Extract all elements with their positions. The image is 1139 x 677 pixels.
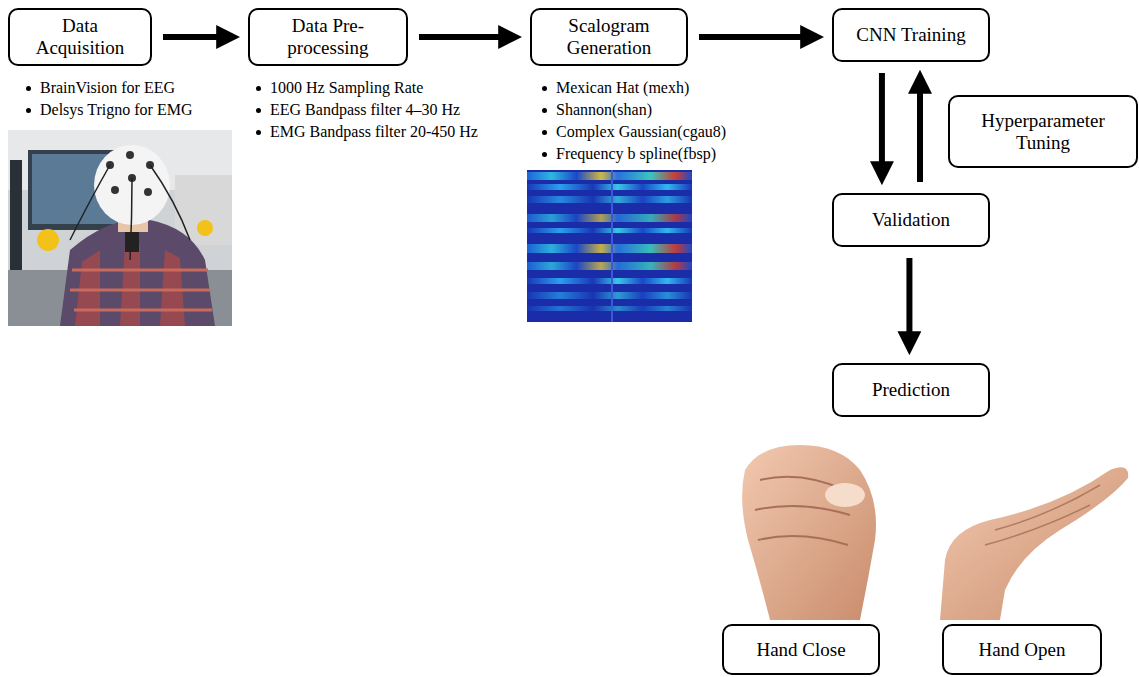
process-box: Validation <box>832 193 990 247</box>
bullet-dot <box>256 86 261 91</box>
process-box: Data Pre- processing <box>248 8 408 66</box>
bullet-item: Delsys Trigno for EMG <box>40 100 192 119</box>
scalogram-image <box>527 170 692 322</box>
box-label: Hyperparameter Tuning <box>968 110 1118 154</box>
bullet-text: Delsys Trigno for EMG <box>40 101 192 118</box>
bullet-item: EEG Bandpass filter 4–30 Hz <box>270 100 460 119</box>
flow-arrow <box>163 34 221 40</box>
box-label: Prediction <box>872 379 950 401</box>
bullet-dot <box>256 108 261 113</box>
bullet-text: 1000 Hz Sampling Rate <box>270 79 423 96</box>
bullet-text: EEG Bandpass filter 4–30 Hz <box>270 101 460 118</box>
bullet-item: Shannon(shan) <box>556 100 652 119</box>
bullet-text: Mexican Hat (mexh) <box>556 79 689 96</box>
bullet-dot <box>26 108 31 113</box>
bullet-item: BrainVision for EEG <box>40 78 175 97</box>
bullet-dot <box>26 86 31 91</box>
bullet-item: Complex Gaussian(cgau8) <box>556 122 726 141</box>
lab-photo <box>8 130 232 326</box>
bullet-text: BrainVision for EEG <box>40 79 175 96</box>
box-label: Hand Close <box>756 639 845 661</box>
process-box: Hand Close <box>722 624 880 675</box>
process-box: Scalogram Generation <box>530 8 688 66</box>
flow-arrow <box>906 258 912 336</box>
bullet-dot <box>542 108 547 113</box>
process-box: Hyperparameter Tuning <box>948 95 1138 168</box>
box-label: Data Pre- processing <box>278 15 378 59</box>
hand-close-image <box>742 445 876 620</box>
box-label: Hand Open <box>978 639 1065 661</box>
bullet-text: Frequency b spline(fbsp) <box>556 145 716 162</box>
bullet-text: Shannon(shan) <box>556 101 652 118</box>
flow-arrow <box>879 73 885 166</box>
bullet-item: Frequency b spline(fbsp) <box>556 144 716 163</box>
bullet-text: EMG Bandpass filter 20-450 Hz <box>270 123 478 140</box>
bullet-dot <box>542 86 547 91</box>
process-box: Data Acquisition <box>8 8 152 66</box>
flow-arrow <box>917 89 923 182</box>
bullet-item: 1000 Hz Sampling Rate <box>270 78 423 97</box>
flow-arrow <box>419 34 503 40</box>
bullet-item: Mexican Hat (mexh) <box>556 78 689 97</box>
box-label: Scalogram Generation <box>557 15 662 59</box>
process-box: CNN Training <box>832 8 990 62</box>
hand-open-image <box>940 467 1128 620</box>
process-box: Hand Open <box>942 624 1102 675</box>
bullet-item: EMG Bandpass filter 20-450 Hz <box>270 122 478 141</box>
box-label: Validation <box>872 209 950 231</box>
flow-arrow <box>699 34 805 40</box>
box-label: CNN Training <box>856 24 965 46</box>
bullet-dot <box>256 130 261 135</box>
process-box: Prediction <box>832 363 990 417</box>
bullet-dot <box>542 130 547 135</box>
box-label: Data Acquisition <box>25 15 135 59</box>
bullet-text: Complex Gaussian(cgau8) <box>556 123 726 140</box>
bullet-dot <box>542 152 547 157</box>
